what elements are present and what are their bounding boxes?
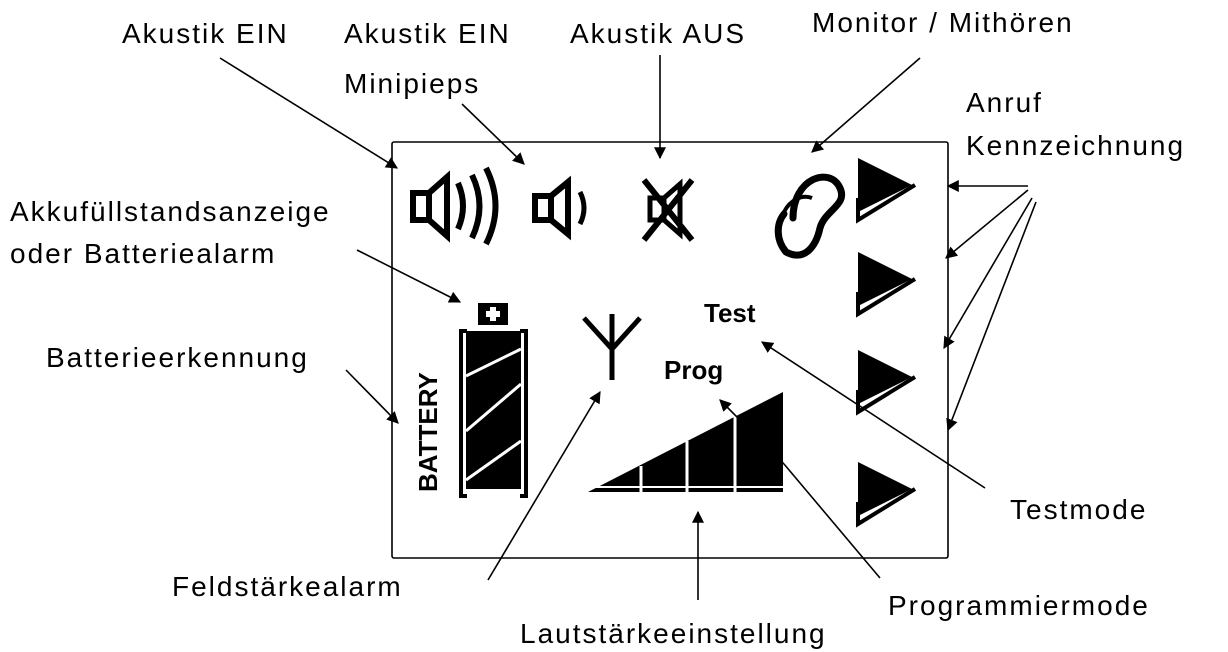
prog-display-text: Prog xyxy=(664,355,723,385)
battery-display-text: BATTERY xyxy=(413,372,443,492)
call-indicator-icon xyxy=(856,252,917,318)
battery-icon xyxy=(459,303,528,498)
call-indicator-icon xyxy=(856,462,917,528)
label-monitor: Monitor / Mithören xyxy=(812,7,1074,38)
volume-bargraph-icon xyxy=(588,392,783,492)
antenna-icon xyxy=(582,314,642,380)
label-akustik-aus: Akustik AUS xyxy=(570,18,746,49)
test-display-text: Test xyxy=(704,298,756,328)
ear-icon xyxy=(774,173,846,259)
lcd-frame xyxy=(391,141,949,559)
label-anruf-line2: Kennzeichnung xyxy=(966,130,1185,161)
label-akku-line1: Akkufüllstandsanzeige xyxy=(10,196,331,227)
label-batterieerkennung: Batterieerkennung xyxy=(46,342,309,373)
label-programmiermode: Programmiermode xyxy=(888,590,1150,621)
label-lautstaerke: Lautstärkeeinstellung xyxy=(520,618,827,649)
call-indicator-icon xyxy=(856,350,917,416)
leader-arrows xyxy=(219,55,1037,600)
speaker-loud-icon xyxy=(410,166,499,246)
label-akustik-ein-minipieps-line2: Minipieps xyxy=(344,68,480,99)
speaker-small-icon xyxy=(532,175,587,241)
label-akku-line2: oder Batteriealarm xyxy=(10,238,276,269)
call-indicator-icon xyxy=(856,158,917,224)
label-akustik-ein: Akustik EIN xyxy=(122,18,289,49)
label-akustik-ein-minipieps-line1: Akustik EIN xyxy=(344,18,511,49)
label-anruf-line1: Anruf xyxy=(966,87,1043,118)
call-indicator-icons xyxy=(856,158,917,528)
speaker-muted-icon xyxy=(641,178,695,242)
label-testmode: Testmode xyxy=(1010,494,1147,525)
label-feldstaerkealarm: Feldstärkealarm xyxy=(172,571,403,602)
